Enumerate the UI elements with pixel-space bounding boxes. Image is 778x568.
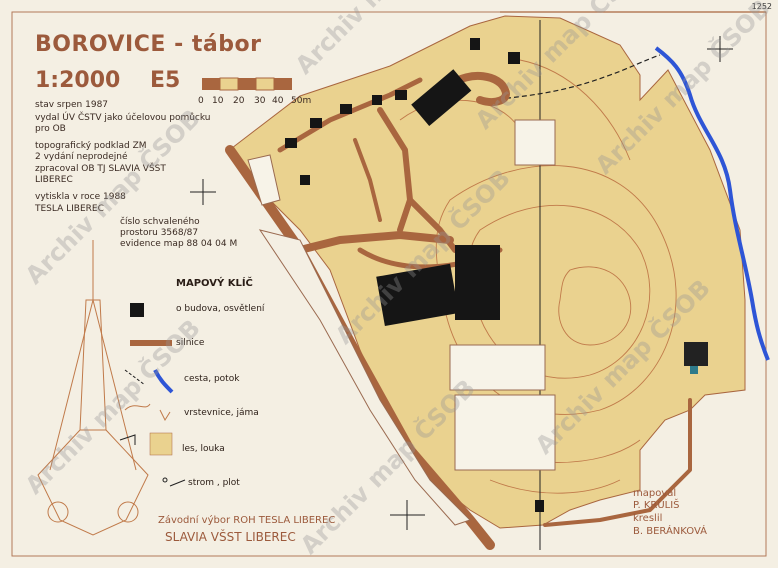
imprint-line-10: číslo schvaleného <box>120 217 200 227</box>
drawn-by: B. BERÁNKOVÁ <box>633 526 708 537</box>
scale-label-30: 30 <box>254 96 266 106</box>
map-scale: 1:2000 <box>35 68 121 93</box>
meadows <box>247 119 556 526</box>
scale-label-20: 20 <box>233 96 245 106</box>
imprint-line-5: 2 vydání neprodejné <box>35 152 128 162</box>
imprint-line-11: prostoru 3568/87 <box>120 228 199 238</box>
legend-label-path-stream: cesta, potok <box>184 374 240 384</box>
tower-drawing <box>37 240 149 536</box>
roads <box>225 71 692 550</box>
legend-label-building: o budova, osvětlení <box>176 304 265 314</box>
corner-number: 1252 <box>751 2 772 11</box>
legend-label-contour: vrstevnice, jáma <box>184 408 259 418</box>
imprint-line-1: stav srpen 1987 <box>35 100 109 110</box>
legend-label-forest: les, louka <box>182 444 225 454</box>
scale-label-50m: 50m <box>291 96 312 106</box>
imprint-line-9: TESLA LIBEREC <box>35 204 104 214</box>
imprint-line-2: vydal ÚV ČSTV jako účelovou pomůcku <box>35 113 211 123</box>
credits-line-1: Závodní výbor ROH TESLA LIBEREC <box>158 515 336 526</box>
legend-label-tree: strom , plot <box>188 478 240 488</box>
path-dashed <box>489 54 661 101</box>
legend-title: MAPOVÝ KLÍČ <box>176 278 253 289</box>
mapped-by: P. KRULIŠ <box>633 500 680 511</box>
grid-crosses <box>190 36 733 530</box>
buildings <box>285 38 708 512</box>
legend-label-road: silnice <box>176 338 205 348</box>
mapped-label: mapoval <box>633 488 677 499</box>
scale-bar <box>202 77 292 91</box>
imprint-line-6: zpracoval OB TJ SLAVIA VŠST <box>35 164 166 174</box>
imprint-line-4: topografický podklad ZM <box>35 141 147 151</box>
imprint-line-12: evidence map 88 04 04 M <box>120 239 238 249</box>
scale-label-0: 0 <box>198 96 204 106</box>
scale-label-10: 10 <box>212 96 224 106</box>
imprint-line-7: LIBEREC <box>35 175 73 185</box>
drawn-label: kreslil <box>633 513 663 524</box>
imprint-line-3: pro OB <box>35 124 66 134</box>
credits-line-2: SLAVIA VŠST LIBEREC <box>165 530 296 544</box>
legend-symbols <box>119 303 186 487</box>
stream-line <box>654 46 770 361</box>
map-title: BOROVICE - tábor <box>35 32 262 57</box>
scale-label-40: 40 <box>272 96 284 106</box>
imprint-line-8: vytiskla v roce 1988 <box>35 192 126 202</box>
map-sheet: E5 <box>150 68 181 93</box>
map-frame <box>11 11 767 557</box>
